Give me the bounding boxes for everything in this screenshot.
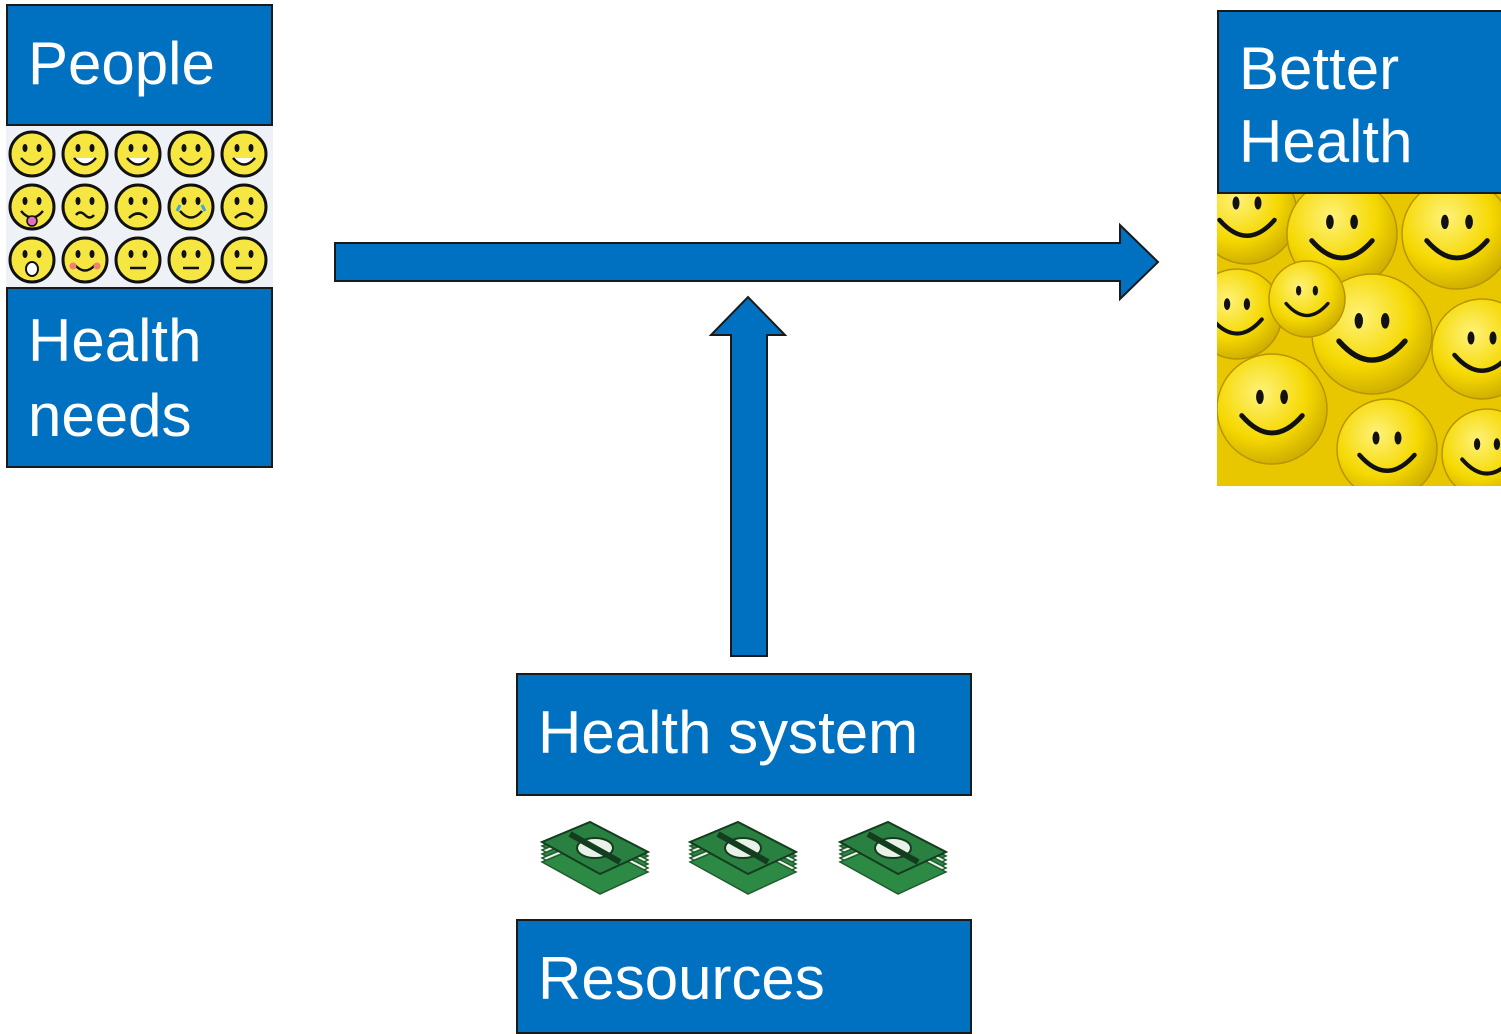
emoji-face-icon	[8, 183, 56, 231]
health-needs-box: Health needs	[6, 287, 273, 468]
better-health-line1: Better	[1239, 35, 1400, 102]
emoji-face-icon	[8, 130, 56, 178]
better-health-line2: Health	[1239, 108, 1413, 176]
horizontal-arrow	[334, 222, 1160, 302]
health-system-box: Health system	[516, 673, 972, 796]
smiley-collage-icon	[1217, 194, 1501, 486]
smiley-face-icon	[1217, 353, 1328, 465]
emoji-face-icon	[220, 130, 268, 178]
emoji-face-icon	[167, 183, 215, 231]
health-system-label: Health system	[538, 699, 919, 766]
emoji-face-icon	[114, 183, 162, 231]
smiley-face-icon	[1431, 298, 1501, 400]
smiley-face-icon	[1336, 398, 1438, 486]
emoji-face-icon	[114, 130, 162, 178]
emoji-face-icon	[220, 183, 268, 231]
emoji-face-icon	[61, 130, 109, 178]
resources-label: Resources	[538, 945, 825, 1012]
money-stack-icon	[837, 820, 949, 895]
smiley-face-icon	[1268, 260, 1346, 338]
people-label: People	[28, 30, 215, 97]
money-stacks	[539, 820, 949, 895]
emoji-face-icon	[8, 236, 56, 284]
smiley-face-icon	[1401, 194, 1501, 290]
health-needs-line1: Health	[28, 307, 202, 374]
smiley-face-icon	[1217, 194, 1298, 265]
emoji-face-icon	[167, 130, 215, 178]
money-stack-icon	[539, 820, 651, 895]
resources-box: Resources	[516, 919, 972, 1034]
emoji-face-icon	[220, 236, 268, 284]
emoji-face-icon	[61, 236, 109, 284]
emoji-faces-icon	[6, 126, 273, 287]
vertical-arrow	[708, 295, 788, 657]
emoji-face-icon	[167, 236, 215, 284]
money-stack-icon	[687, 820, 799, 895]
better-health-box: Better Health	[1217, 10, 1501, 194]
emoji-face-icon	[61, 183, 109, 231]
people-box: People	[6, 4, 273, 126]
health-needs-line2: needs	[28, 382, 192, 449]
smiley-face-icon	[1441, 408, 1501, 486]
emoji-face-icon	[114, 236, 162, 284]
